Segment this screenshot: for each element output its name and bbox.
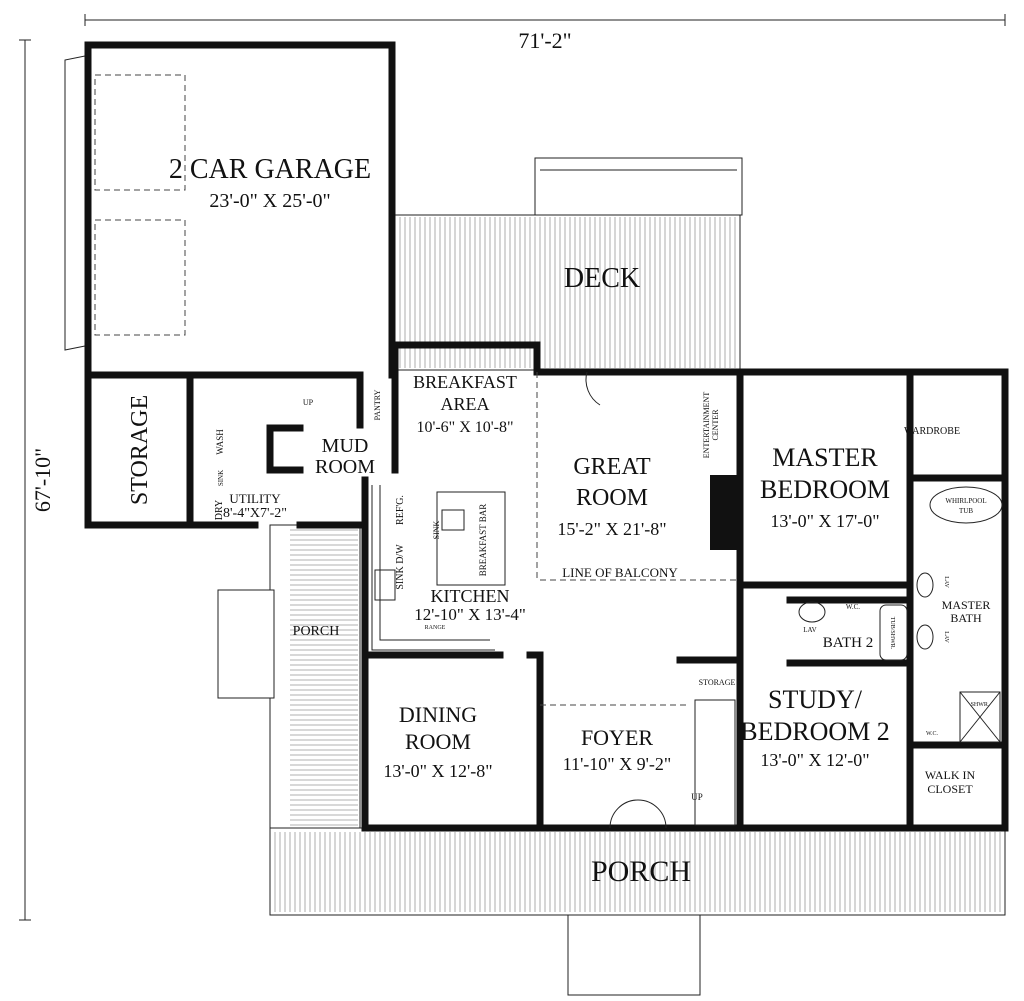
great-room-size: 15'-2" X 21'-8" [557, 519, 666, 539]
sink-dw-label: SINK D/W [395, 544, 406, 590]
island-sink-label: SINK [432, 520, 441, 539]
walk-in-closet-label-2: CLOSET [927, 782, 973, 796]
foyer-storage-label: STORAGE [699, 678, 736, 687]
mud-room-label-1: MUD [322, 435, 369, 457]
refrigerator-label: REF'G. [395, 495, 406, 525]
study-label-2: BEDROOM 2 [740, 717, 890, 746]
whirlpool-tub-label-1: WHIRLPOOL [945, 497, 986, 505]
breakfast-label-1: BREAKFAST [413, 372, 517, 392]
dining-room-label-2: ROOM [405, 729, 471, 754]
foyer-size: 11'-10" X 9'-2" [563, 754, 672, 774]
whirlpool-tub-label-2: TUB [959, 507, 973, 515]
kitchen-label: KITCHEN [431, 586, 510, 606]
study-label-1: STUDY/ [768, 685, 863, 714]
width-dimension: 71'-2" [518, 28, 571, 53]
foyer-stair-up-label: UP [691, 792, 703, 802]
study-size: 13'-0" X 12'-0" [760, 750, 869, 770]
shower-label: SHWR. [971, 702, 990, 708]
bath2-wc-label: W.C. [846, 603, 860, 611]
mud-room-label-2: ROOM [315, 456, 375, 478]
utility-sink-label: SINK [217, 470, 225, 486]
bath2-lav-label: LAV [803, 626, 816, 634]
side-porch-label: PORCH [293, 624, 340, 639]
garage-label: 2 CAR GARAGE [169, 154, 371, 185]
washer-label: WASH [215, 429, 225, 455]
pantry-label: PANTRY [373, 389, 382, 420]
breakfast-label-2: AREA [441, 394, 490, 414]
utility-label: UTILITY [229, 491, 281, 506]
dimension-lines [19, 14, 1006, 921]
master-bedroom-size: 13'-0" X 17'-0" [770, 511, 879, 531]
storage-label: STORAGE [127, 395, 153, 505]
breakfast-size: 10'-6" X 10'-8" [416, 419, 513, 436]
entertainment-center-label-2: CENTER [711, 409, 720, 441]
great-room-label-2: ROOM [576, 485, 648, 511]
kitchen-size: 12'-10" X 13'-4" [414, 605, 526, 624]
porch [217, 524, 1006, 996]
entertainment-center-label-1: ENTERTAINMENT [702, 392, 711, 459]
depth-dimension: 67'-10" [30, 448, 55, 512]
master-bath-label-1: MASTER [942, 598, 991, 612]
range-label: RANGE [425, 625, 446, 631]
stair-up-label: UP [303, 398, 314, 407]
bath2-tub-label: TUB/SHWR. [889, 617, 895, 650]
deck-label: DECK [564, 263, 640, 294]
great-room-label-1: GREAT [573, 454, 651, 480]
master-bedroom-label-1: MASTER [772, 443, 878, 472]
foyer-label: FOYER [581, 725, 653, 750]
dryer-label: DRY [214, 500, 225, 521]
utility-size: 8'-4"X7'-2" [223, 506, 287, 521]
garage-size: 23'-0" X 25'-0" [209, 190, 330, 212]
bath2-label: BATH 2 [823, 635, 873, 651]
breakfast-bar-label: BREAKFAST BAR [478, 504, 488, 576]
dining-room-size: 13'-0" X 12'-8" [383, 761, 492, 781]
master-bath-label-2: BATH [950, 611, 982, 625]
walk-in-closet-label-1: WALK IN [925, 768, 976, 782]
wardrobe-label: WARDROBE [904, 426, 960, 437]
master-lav-label-1: LAV [943, 576, 949, 588]
balcony-line-label: LINE OF BALCONY [562, 565, 678, 580]
master-wc-label: W.C. [926, 731, 939, 737]
fixtures [371, 371, 1003, 829]
dining-room-label-1: DINING [399, 702, 477, 727]
master-bedroom-label-2: BEDROOM [760, 475, 890, 504]
front-porch-label: PORCH [591, 855, 691, 888]
garage-door [64, 54, 186, 351]
master-lav-label-2: LAV [943, 631, 949, 643]
